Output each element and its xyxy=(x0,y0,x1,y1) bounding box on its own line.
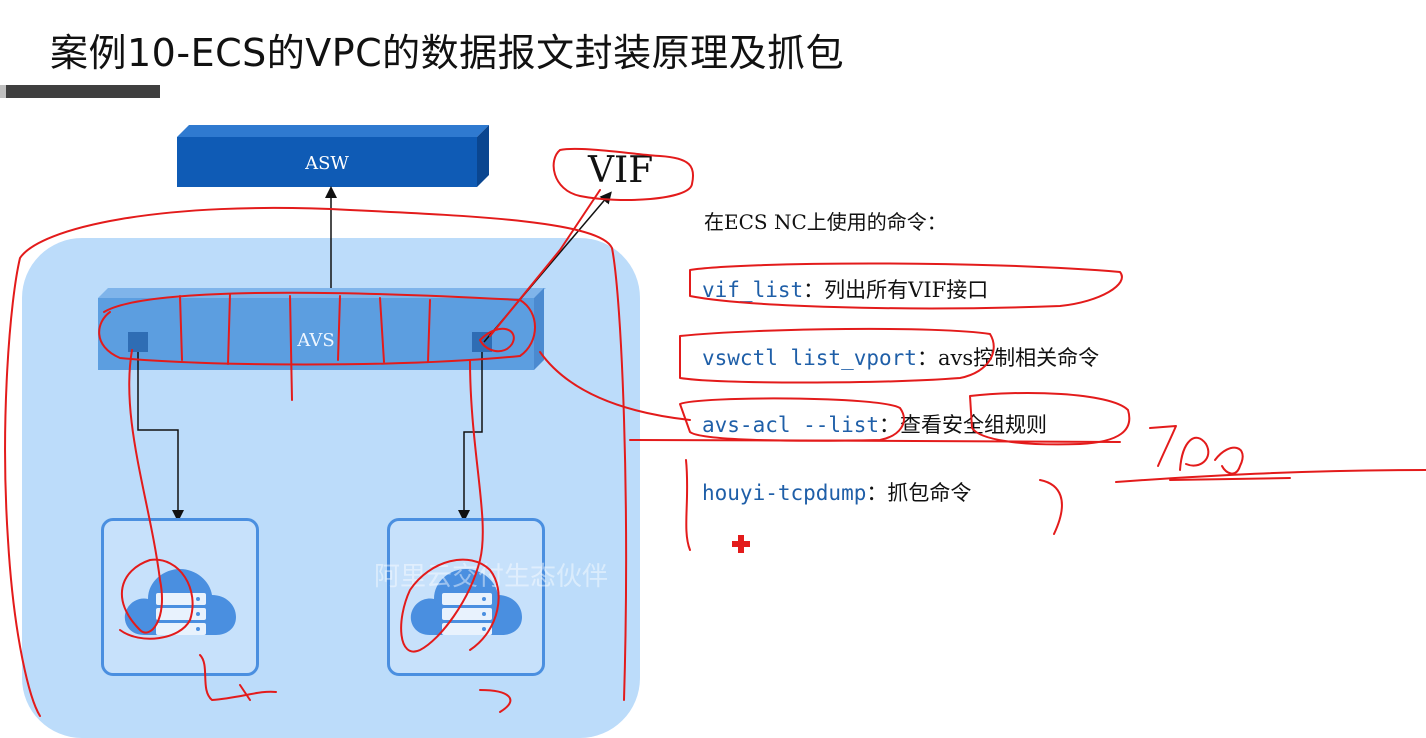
ecs-instance-left xyxy=(101,518,259,676)
slide-title: 案例10-ECS的VPC的数据报文封装原理及抓包 xyxy=(50,31,845,75)
command-description: 抓包命令 xyxy=(887,481,972,505)
commands-heading: 在ECS NC上使用的命令： xyxy=(704,210,947,234)
title-underline-bar xyxy=(0,85,160,98)
command-name: vswctl list_vport xyxy=(702,346,917,370)
command-separator: ： xyxy=(803,278,825,302)
command-name: avs-acl --list xyxy=(702,413,880,437)
asw-box-side-face xyxy=(477,125,489,187)
command-separator: ： xyxy=(879,413,901,437)
command-description: 查看安全组规则 xyxy=(900,413,1048,437)
asw-box-top-face xyxy=(177,125,489,137)
command-name: vif_list xyxy=(702,278,804,302)
cloud-server-icon xyxy=(124,569,236,635)
asw-switch-box: ASW xyxy=(177,137,477,187)
command-separator: ： xyxy=(916,346,938,370)
command-row: vif_list：列出所有VIF接口 xyxy=(702,274,988,304)
watermark-text: 阿里云交付生态伙伴 xyxy=(374,562,609,592)
pointer-cursor-dot xyxy=(732,535,750,553)
command-description: avs控制相关命令 xyxy=(937,346,1100,370)
command-name: houyi-tcpdump xyxy=(702,481,867,505)
command-row: vswctl list_vport：avs控制相关命令 xyxy=(702,342,1099,372)
command-row: houyi-tcpdump：抓包命令 xyxy=(702,477,971,507)
command-row: avs-acl --list：查看安全组规则 xyxy=(702,409,1047,439)
command-separator: ： xyxy=(866,481,888,505)
ecs-instance-right xyxy=(387,518,545,676)
vif-label: VIF xyxy=(588,150,654,191)
command-description: 列出所有VIF接口 xyxy=(824,278,989,302)
